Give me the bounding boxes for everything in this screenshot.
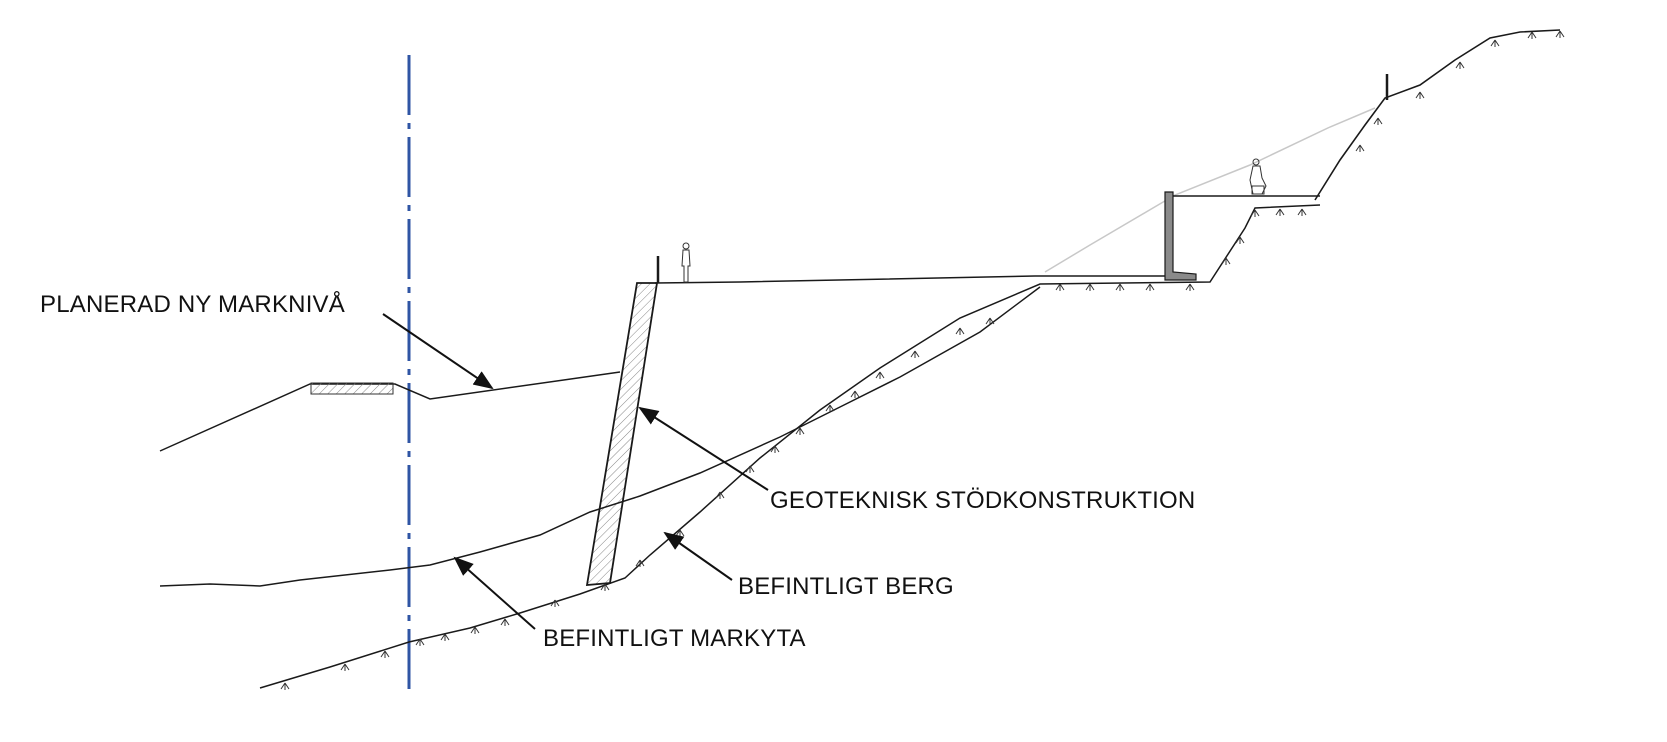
rock-symbol-icon: [985, 317, 995, 325]
rock-symbol-icon: [1185, 283, 1195, 291]
rock-symbol-icon: [1373, 117, 1383, 125]
rock-symbol-icon: [415, 638, 425, 646]
rock-symbol-icon: [770, 445, 780, 453]
rock-symbol-icon: [1527, 31, 1537, 39]
worker-figure-icon: [1249, 158, 1267, 195]
rock-symbol-icon: [1085, 283, 1095, 291]
rock-symbols: [280, 30, 1565, 690]
rock-symbol-icon: [1055, 283, 1065, 291]
rock-symbol-icon: [1555, 30, 1565, 38]
rock-symbol-icon: [1297, 208, 1307, 216]
faint-slope-line: [1044, 107, 1376, 273]
arrow-planned-ground: [382, 313, 494, 390]
rock-symbol-icon: [955, 327, 965, 335]
rock-symbol-icon: [875, 371, 885, 379]
existing-rock-line: [259, 204, 1321, 689]
support-wall: [585, 282, 659, 586]
rock-symbol-icon: [280, 682, 290, 690]
rock-symbol-icon: [440, 633, 450, 641]
rock-symbol-icon: [825, 404, 835, 412]
rock-symbol-icon: [1221, 257, 1231, 265]
retaining-wall: [1164, 191, 1197, 281]
rock-symbol-icon: [550, 599, 560, 607]
existing-ground-line: [159, 286, 1041, 587]
rock-symbol-icon: [500, 618, 510, 626]
rock-symbol-icon: [715, 491, 725, 499]
rock-symbol-icon: [635, 559, 645, 567]
rock-symbol-icon: [1490, 39, 1500, 47]
person-figure-icon: [681, 242, 691, 283]
rock-symbol-icon: [340, 663, 350, 671]
upper-terrace-line: [654, 275, 1165, 284]
rock-symbol-icon: [1455, 61, 1465, 69]
rock-symbol-icon: [910, 350, 920, 358]
rock-symbol-icon: [1355, 144, 1365, 152]
rock-symbol-icon: [1275, 208, 1285, 216]
label-planned-ground: PLANERAD NY MARKNIVÅ: [40, 291, 345, 318]
rock-symbol-icon: [1145, 283, 1155, 291]
rock-symbol-icon: [600, 583, 610, 591]
rock-symbol-icon: [745, 465, 755, 473]
rock-symbol-icon: [380, 650, 390, 658]
planned-ground-line: [159, 371, 621, 452]
label-existing-surface: BEFINTLIGT MARKYTA: [543, 625, 806, 652]
rock-symbol-icon: [1415, 91, 1425, 99]
rock-symbol-icon: [470, 626, 480, 634]
rock-symbol-icon: [1235, 236, 1245, 244]
rock-symbol-icon: [1115, 283, 1125, 291]
rock-symbol-icon: [1250, 209, 1260, 217]
rock-symbol-icon: [795, 427, 805, 435]
upper-hillside-line: [1314, 29, 1561, 201]
label-support-structure: GEOTEKNISK STÖDKONSTRUKTION: [770, 487, 1196, 514]
rock-symbol-icon: [850, 390, 860, 398]
arrow-existing-rock: [663, 531, 733, 581]
label-existing-rock: BEFINTLIGT BERG: [738, 573, 954, 600]
arrow-existing-surface: [453, 556, 536, 630]
arrow-support-structure: [638, 406, 769, 491]
hatched-block: [310, 382, 394, 395]
